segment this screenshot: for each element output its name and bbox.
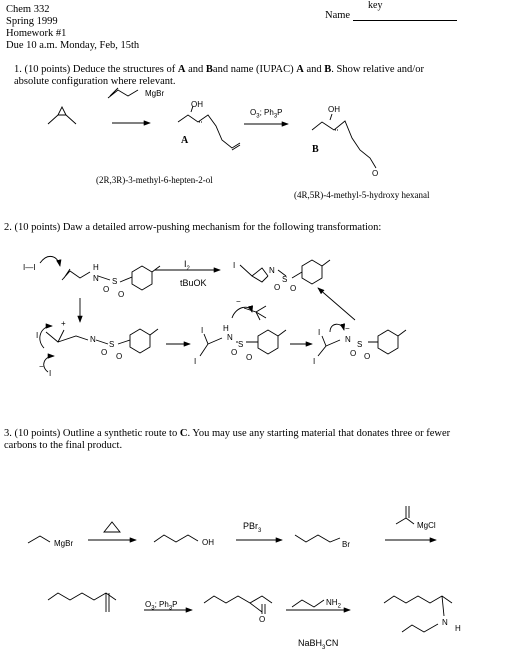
q3-ethyl-grignard	[27, 535, 51, 544]
q2-s-label: S	[112, 277, 118, 286]
q3-propylamine	[291, 599, 325, 608]
q2-int3-o1: O	[350, 349, 357, 358]
q2-iodonium-structure	[45, 328, 159, 354]
q3-mgbr-label: MgBr	[54, 539, 74, 548]
q2-int3-i2: I	[313, 357, 316, 366]
q1-prompt: 1. (10 points) Deduce the structures of …	[14, 64, 424, 75]
q2-int3-n: N	[345, 335, 351, 344]
q2-arrow-curve3	[43, 353, 55, 373]
q3-oxirane	[103, 521, 121, 533]
compound-a-structure	[177, 105, 241, 151]
q3-nabh3cn-label: NaBH3CN	[298, 638, 339, 651]
q2-iodide-minus: −	[39, 362, 44, 371]
q3-butyl-bromide	[294, 534, 341, 543]
q2-tbuo-minus: −	[236, 297, 241, 306]
q3-ozonolysis-label: O3; Ph3P	[145, 600, 178, 612]
name-value: key	[368, 0, 383, 11]
q1-prompt-line2: absolute configuration where relevant.	[14, 76, 176, 87]
q2-h-label: H	[93, 263, 99, 272]
q1-grignard	[107, 87, 139, 99]
q2-product-structure	[239, 259, 331, 285]
q3-ketone-o: O	[259, 615, 266, 624]
q2-reagent-top: I2	[184, 259, 190, 272]
q2-prompt: 2. (10 points) Daw a detailed arrow-push…	[4, 222, 382, 233]
q2-prod-o2-label: O	[290, 284, 297, 293]
q2-int3-o2: O	[364, 352, 371, 361]
name-underline	[353, 20, 457, 21]
q2-int2-o1: O	[231, 348, 238, 357]
q3-br-label: Br	[342, 540, 350, 549]
q2-arrow-curve1	[39, 256, 62, 267]
q2-tbuo-structure	[243, 305, 267, 321]
compound-b-name: (4R,5R)-4-methyl-5-hydroxy hexanal	[294, 190, 430, 200]
q2-iodonium-i: I	[36, 331, 39, 340]
q2-arrow-curve5	[329, 323, 346, 333]
q2-int2-n: N	[227, 333, 233, 342]
term-label: Spring 1999	[6, 16, 58, 27]
q2-diiodide-structure	[199, 329, 287, 357]
q2-start-structure	[61, 265, 161, 291]
q3-amine-n: N	[442, 618, 448, 627]
name-label: Name	[325, 10, 351, 21]
q2-prod-i-label: I	[233, 261, 236, 270]
q2-prod-o1-label: O	[274, 283, 281, 292]
q2-arrow-curve2	[39, 323, 53, 349]
q2-int1-o2: O	[116, 352, 123, 361]
q3-pbr3-label: PBr3	[243, 521, 262, 534]
course-label: Chem 332	[6, 4, 50, 15]
q3-nh2-label: NH2	[326, 598, 341, 610]
q1-grignard-label: MgBr	[145, 89, 165, 98]
assignment-label: Homework #1	[6, 28, 67, 39]
q1-epoxide	[47, 105, 77, 125]
q2-prod-n-label: N	[269, 266, 275, 275]
q2-int2-i2: I	[194, 357, 197, 366]
q1-oh-label: OH	[191, 100, 203, 109]
q2-int2-h: H	[223, 324, 229, 333]
q2-int2-s: S	[238, 340, 244, 349]
q2-prod-s-label: S	[282, 275, 288, 284]
q1-oh2-label: OH	[328, 105, 340, 114]
compound-b-label: B	[312, 144, 319, 155]
q2-int1-n: N	[90, 335, 96, 344]
q3-mgcl-label: MgCl	[417, 521, 436, 530]
q3-alkene	[47, 592, 117, 612]
q3-oh-label: OH	[202, 538, 214, 547]
q2-iodine-label: I—I	[23, 263, 36, 272]
compound-a-name: (2R,3R)-3-methyl-6-hepten-2-ol	[96, 175, 213, 185]
q2-o2-label: O	[118, 290, 125, 299]
compound-b-structure	[311, 113, 377, 169]
due-label: Due 10 a.m. Monday, Feb, 15th	[6, 40, 140, 51]
q2-anion-structure	[317, 329, 407, 357]
q1-aldehyde-o: O	[372, 169, 379, 178]
q2-int1-s: S	[109, 340, 115, 349]
q3-methallyl-grignard	[395, 506, 415, 525]
q2-iodide-i: I	[49, 369, 52, 378]
compound-a-label: A	[181, 135, 189, 146]
q2-int1-o1: O	[101, 348, 108, 357]
q2-int3-minus: −	[345, 324, 350, 333]
q2-reagent-bottom: tBuOK	[180, 278, 207, 288]
q2-int3-s: S	[357, 340, 363, 349]
q1-ozonolysis-label: O3; Ph3P	[250, 108, 283, 120]
q2-int2-i1: I	[201, 326, 204, 335]
q3-prompt: 3. (10 points) Outline a synthetic route…	[4, 428, 451, 439]
q2-o1-label: O	[103, 285, 110, 294]
q3-product-amine	[383, 595, 453, 633]
q2-arrow-curve4	[231, 305, 254, 319]
q3-amine-h: H	[455, 624, 461, 633]
q2-int2-o2: O	[246, 353, 253, 362]
q2-int3-i1: I	[318, 328, 321, 337]
q3-prompt-line2: carbons to the final product.	[4, 440, 123, 451]
q2-n-label: N	[93, 274, 99, 283]
q2-plus-sign: +	[61, 319, 66, 328]
q2-arrow-up	[317, 287, 356, 321]
q3-butanol	[153, 534, 199, 543]
q3-ketone	[203, 595, 273, 614]
